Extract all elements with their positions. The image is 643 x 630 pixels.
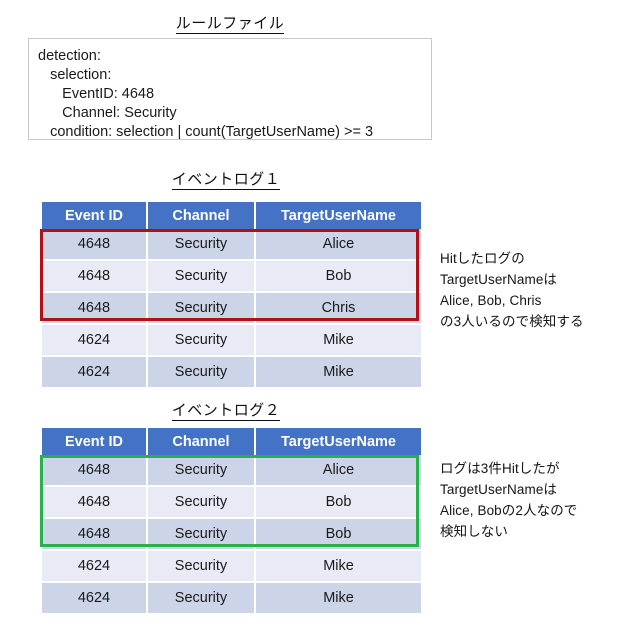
cell-event-id: 4648 — [42, 455, 148, 487]
table-row: 4624 Security Mike — [42, 551, 421, 583]
table-header-row: Event ID Channel TargetUserName — [42, 202, 421, 229]
rule-file-content: detection: selection: EventID: 4648 Chan… — [38, 47, 373, 142]
cell-channel: Security — [148, 325, 256, 357]
cell-target-user-name: Bob — [256, 487, 421, 519]
event-log-1-title: イベントログ１ — [0, 168, 452, 190]
cell-channel: Security — [148, 261, 256, 293]
column-header-channel: Channel — [148, 202, 256, 229]
cell-channel: Security — [148, 293, 256, 325]
cell-event-id: 4624 — [42, 325, 148, 357]
table-row: 4648 Security Alice — [42, 455, 421, 487]
table-row: 4648 Security Chris — [42, 293, 421, 325]
rule-line: selection: — [38, 67, 112, 83]
table-row: 4648 Security Bob — [42, 261, 421, 293]
cell-event-id: 4624 — [42, 583, 148, 613]
cell-channel: Security — [148, 455, 256, 487]
table-row: 4624 Security Mike — [42, 325, 421, 357]
table-row: 4648 Security Bob — [42, 487, 421, 519]
cell-target-user-name: Alice — [256, 229, 421, 261]
column-header-event-id: Event ID — [42, 428, 148, 455]
rule-line: EventID: 4648 — [38, 86, 155, 102]
event-log-2-table: Event ID Channel TargetUserName 4648 Sec… — [42, 428, 421, 613]
event-log-2-title: イベントログ２ — [0, 399, 452, 421]
cell-event-id: 4648 — [42, 519, 148, 551]
cell-channel: Security — [148, 583, 256, 613]
column-header-channel: Channel — [148, 428, 256, 455]
cell-target-user-name: Bob — [256, 519, 421, 551]
cell-event-id: 4624 — [42, 551, 148, 583]
rule-line: condition: selection | count(TargetUserN… — [38, 124, 374, 140]
table-row: 4624 Security Mike — [42, 357, 421, 387]
rule-line: detection: — [38, 48, 101, 64]
event-log-2-title-text: イベントログ２ — [171, 402, 281, 421]
table-header-row: Event ID Channel TargetUserName — [42, 428, 421, 455]
column-header-target-user-name: TargetUserName — [256, 428, 421, 455]
column-header-target-user-name: TargetUserName — [256, 202, 421, 229]
cell-event-id: 4648 — [42, 229, 148, 261]
cell-event-id: 4648 — [42, 293, 148, 325]
cell-event-id: 4648 — [42, 487, 148, 519]
cell-channel: Security — [148, 357, 256, 387]
cell-target-user-name: Mike — [256, 551, 421, 583]
event-log-2-annotation: ログは3件Hitしたが TargetUserNameは Alice, Bobの2… — [440, 461, 578, 539]
cell-event-id: 4624 — [42, 357, 148, 387]
cell-target-user-name: Mike — [256, 325, 421, 357]
cell-target-user-name: Alice — [256, 455, 421, 487]
cell-channel: Security — [148, 551, 256, 583]
event-log-1-annotation: Hitしたログの TargetUserNameは Alice, Bob, Chr… — [440, 251, 584, 329]
rule-line: Channel: Security — [38, 105, 177, 121]
table-row: 4624 Security Mike — [42, 583, 421, 613]
cell-channel: Security — [148, 519, 256, 551]
table-row: 4648 Security Bob — [42, 519, 421, 551]
cell-target-user-name: Mike — [256, 357, 421, 387]
column-header-event-id: Event ID — [42, 202, 148, 229]
cell-channel: Security — [148, 229, 256, 261]
cell-target-user-name: Chris — [256, 293, 421, 325]
cell-event-id: 4648 — [42, 261, 148, 293]
cell-channel: Security — [148, 487, 256, 519]
event-log-1-table: Event ID Channel TargetUserName 4648 Sec… — [42, 202, 421, 387]
rule-file-box: detection: selection: EventID: 4648 Chan… — [28, 38, 432, 140]
rule-file-title-text: ルールファイル — [175, 15, 285, 34]
rule-file-title: ルールファイル — [0, 12, 460, 34]
cell-target-user-name: Bob — [256, 261, 421, 293]
cell-target-user-name: Mike — [256, 583, 421, 613]
table-row: 4648 Security Alice — [42, 229, 421, 261]
event-log-1-title-text: イベントログ１ — [171, 171, 281, 190]
